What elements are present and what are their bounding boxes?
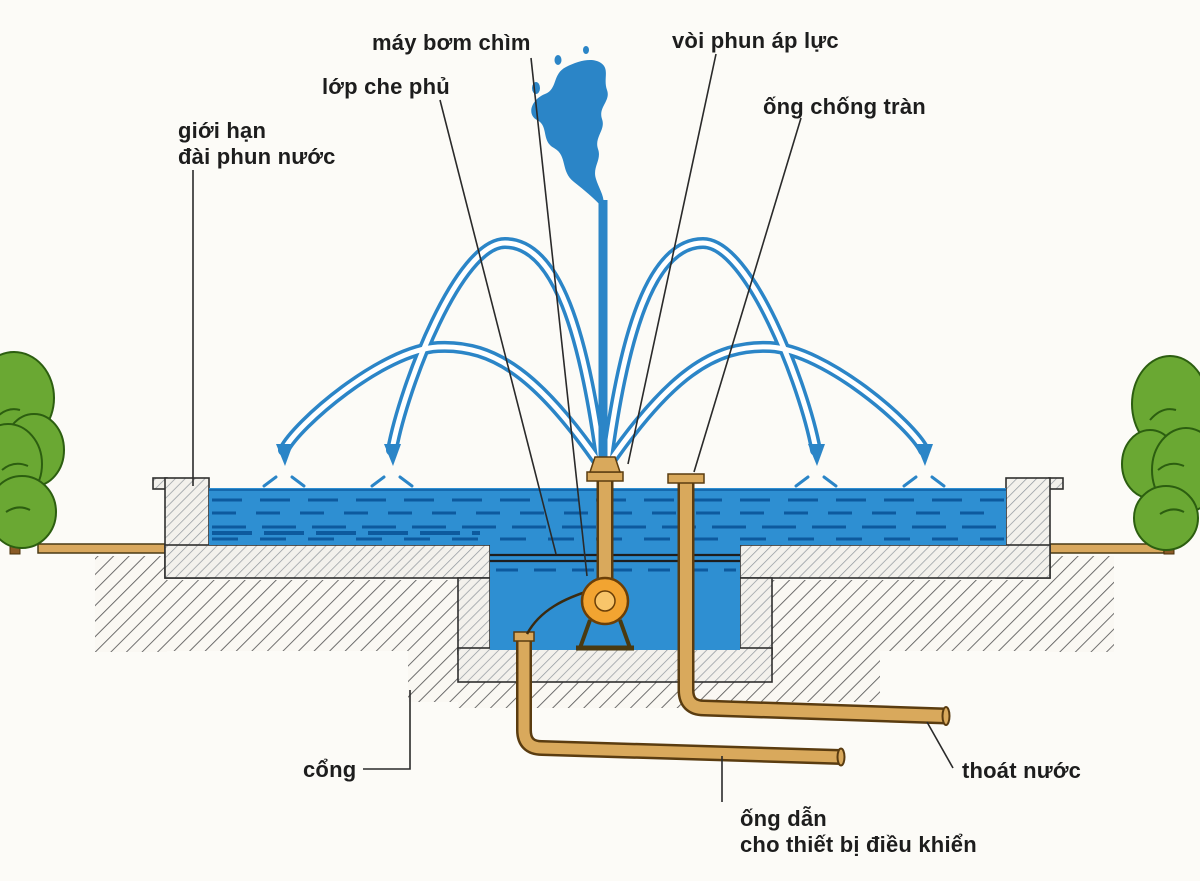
foliage-texture [1149, 408, 1185, 515]
earth-right-of-chamber [772, 651, 880, 702]
label-cover-layer: lớp che phủ [322, 74, 450, 99]
leader-drain [926, 721, 954, 769]
landing-splashes [262, 475, 946, 488]
label-conduit: ống dẫn cho thiết bị điều khiển [740, 806, 977, 857]
water-jets [262, 46, 946, 488]
earth-hatching [95, 556, 1114, 708]
leader-pump [530, 57, 588, 577]
pump-chamber-floor [457, 647, 773, 683]
leader-cover [439, 99, 557, 555]
bush-left [0, 351, 65, 555]
basin-floor-right [739, 544, 1051, 579]
splash-droplet [554, 55, 562, 65]
leader-overflow [693, 117, 802, 473]
label-fountain-limit-line2: đài phun nước [178, 143, 336, 169]
chamber-cover-grating [490, 553, 740, 563]
plumbing [513, 456, 951, 767]
label-conduit-line1: ống dẫn [740, 806, 827, 831]
jet-arrowheads [276, 444, 933, 466]
pump-chamber-wall-left [457, 577, 491, 655]
pump-hub [594, 590, 616, 612]
ground-strip-left [37, 543, 167, 554]
label-fountain-limit-line1: giới hạn [178, 118, 267, 143]
leader-gate [363, 690, 411, 770]
label-drain: thoát nước [962, 758, 1082, 783]
foliage [1133, 485, 1199, 551]
foliage-texture [0, 408, 31, 513]
basin-floor-left [164, 544, 491, 579]
conduit-pipe [518, 640, 842, 763]
bush-right [1121, 355, 1200, 555]
conduit-flange [513, 631, 535, 642]
pressure-nozzle [588, 456, 622, 473]
basin-rim-lip-right [1048, 477, 1064, 490]
riser-flange [586, 471, 624, 482]
label-overflow-pipe: ống chống tràn [763, 94, 926, 119]
jet-arc-core [389, 240, 604, 464]
label-submersible-pump: máy bơm chìm [372, 30, 531, 55]
earth-under-basin-left [167, 580, 458, 651]
label-conduit-line2: cho thiết bị điều khiển [740, 831, 977, 857]
jet-splash-top [531, 60, 608, 209]
pump-stand [576, 619, 634, 651]
earth-step-left-of-chamber [408, 651, 458, 702]
earth-right-outer [1048, 556, 1114, 652]
earth-left-outer [95, 556, 167, 652]
earth-under-basin-right [772, 580, 1048, 651]
jet-arc-core [606, 344, 927, 466]
jet-arc-core [604, 240, 819, 464]
splash-droplet [583, 46, 589, 54]
overflow-pipe [680, 480, 947, 722]
leader-nozzle [627, 53, 717, 465]
pump-chamber-wall-right [739, 577, 773, 655]
jet-arc-core [281, 344, 602, 466]
concrete-structure [152, 477, 1064, 683]
conduit-pipe-end [836, 747, 846, 767]
label-gate: cổng [303, 757, 357, 782]
ground-strip-right [1049, 543, 1165, 554]
leader-lines [192, 53, 954, 802]
overflow-pipe-flange [667, 473, 705, 484]
label-fountain-limit: giới hạn đài phun nước [178, 118, 336, 169]
label-pressure-nozzle: vòi phun áp lực [672, 28, 839, 53]
foliage [0, 475, 57, 549]
drain-pipe-end [941, 706, 951, 726]
